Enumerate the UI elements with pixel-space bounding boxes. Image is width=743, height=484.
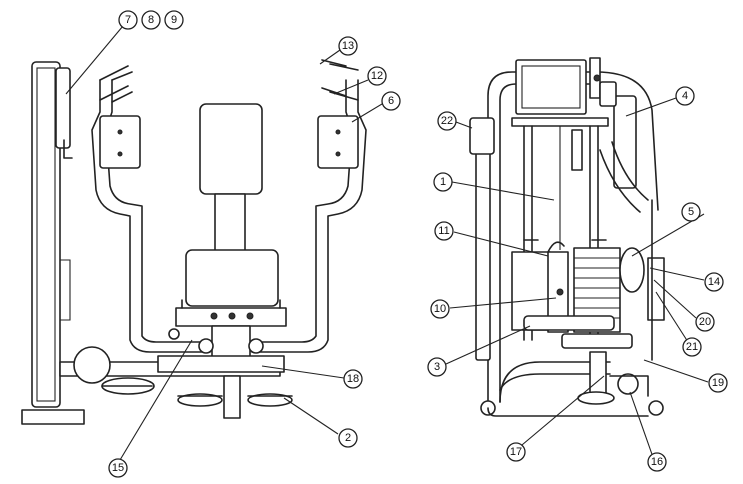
callout-7: 7	[118, 10, 138, 30]
rear-tube	[475, 129, 491, 361]
callout-19: 19	[708, 373, 728, 393]
pivot-housing	[157, 355, 285, 373]
svg-text:22: 22	[441, 115, 453, 127]
left-handle-upper	[99, 65, 133, 81]
callout-6: 6	[381, 91, 401, 111]
svg-text:17: 17	[510, 446, 522, 458]
svg-text:12: 12	[371, 70, 383, 82]
rear-frame-top-right	[595, 71, 659, 211]
svg-text:4: 4	[682, 90, 688, 102]
left-view	[21, 59, 367, 425]
rear-frame-left	[487, 71, 597, 403]
lower-curve-tube	[499, 361, 611, 403]
callout-9: 9	[164, 10, 184, 30]
right-foot-pulley	[247, 393, 293, 407]
cam-pulley	[619, 247, 645, 293]
callout-8: 8	[141, 10, 161, 30]
right-view	[469, 57, 665, 417]
svg-text:1: 1	[440, 176, 446, 188]
left-arm-tube	[91, 79, 211, 353]
rear-center-post	[589, 351, 607, 395]
svg-text:3: 3	[434, 361, 440, 373]
callout-18: 18	[343, 369, 363, 389]
left-base-foot	[21, 409, 85, 425]
callout-16: 16	[647, 452, 667, 472]
left-arm-pad	[99, 115, 141, 169]
callout-13: 13	[338, 36, 358, 56]
svg-text:9: 9	[171, 14, 177, 26]
svg-text:19: 19	[712, 377, 724, 389]
callout-5: 5	[681, 202, 701, 222]
rear-pulley-bracket	[469, 117, 495, 155]
center-base-post	[223, 375, 241, 419]
callout-3: 3	[427, 357, 447, 377]
svg-text:21: 21	[686, 341, 698, 353]
svg-text:18: 18	[347, 373, 359, 385]
callout-17: 17	[506, 442, 526, 462]
top-crossbar	[511, 117, 609, 127]
callout-15: 15	[108, 458, 128, 478]
stack-top-plate	[515, 59, 587, 115]
seat-pad	[185, 249, 279, 307]
seat-column	[214, 193, 246, 253]
right-arm-tube	[251, 79, 367, 353]
left-handle-lower	[99, 85, 133, 103]
svg-text:8: 8	[148, 14, 154, 26]
rear-lower-pulley	[617, 373, 639, 395]
left-foot-pulley	[177, 393, 223, 407]
left-upright-frame	[31, 61, 61, 408]
callout-14: 14	[704, 272, 724, 292]
callout-12: 12	[367, 66, 387, 86]
callout-1: 1	[433, 172, 453, 192]
callout-22: 22	[437, 111, 457, 131]
svg-text:6: 6	[388, 95, 394, 107]
right-handle-lower	[321, 87, 359, 101]
callout-20: 20	[695, 312, 715, 332]
svg-text:14: 14	[708, 276, 720, 288]
lower-carriage	[561, 333, 633, 349]
svg-text:2: 2	[345, 432, 351, 444]
callout-4: 4	[675, 86, 695, 106]
leader-lines	[65, 19, 709, 461]
svg-text:10: 10	[434, 303, 446, 315]
callout-11: 11	[434, 221, 454, 241]
callout-2: 2	[338, 428, 358, 448]
pulley-housing	[55, 67, 71, 149]
svg-text:13: 13	[342, 40, 354, 52]
selector-pin	[571, 129, 583, 171]
rear-right-wheel	[648, 400, 664, 416]
rear-back-pad	[613, 95, 637, 189]
right-arm-pad	[317, 115, 359, 169]
rear-arm-tube	[599, 149, 641, 213]
svg-text:11: 11	[438, 225, 449, 237]
svg-text:16: 16	[651, 456, 663, 468]
adjust-bracket	[647, 257, 665, 321]
svg-text:15: 15	[112, 462, 124, 474]
callout-21: 21	[682, 337, 702, 357]
right-handle-upper	[321, 59, 359, 71]
svg-text:5: 5	[688, 206, 694, 218]
rear-seat-base	[523, 315, 615, 331]
callout-10: 10	[430, 299, 450, 319]
adjust-knob	[168, 328, 180, 340]
svg-text:7: 7	[125, 14, 131, 26]
rear-wheel	[73, 346, 111, 384]
svg-text:20: 20	[699, 316, 711, 328]
back-pad	[199, 103, 263, 195]
